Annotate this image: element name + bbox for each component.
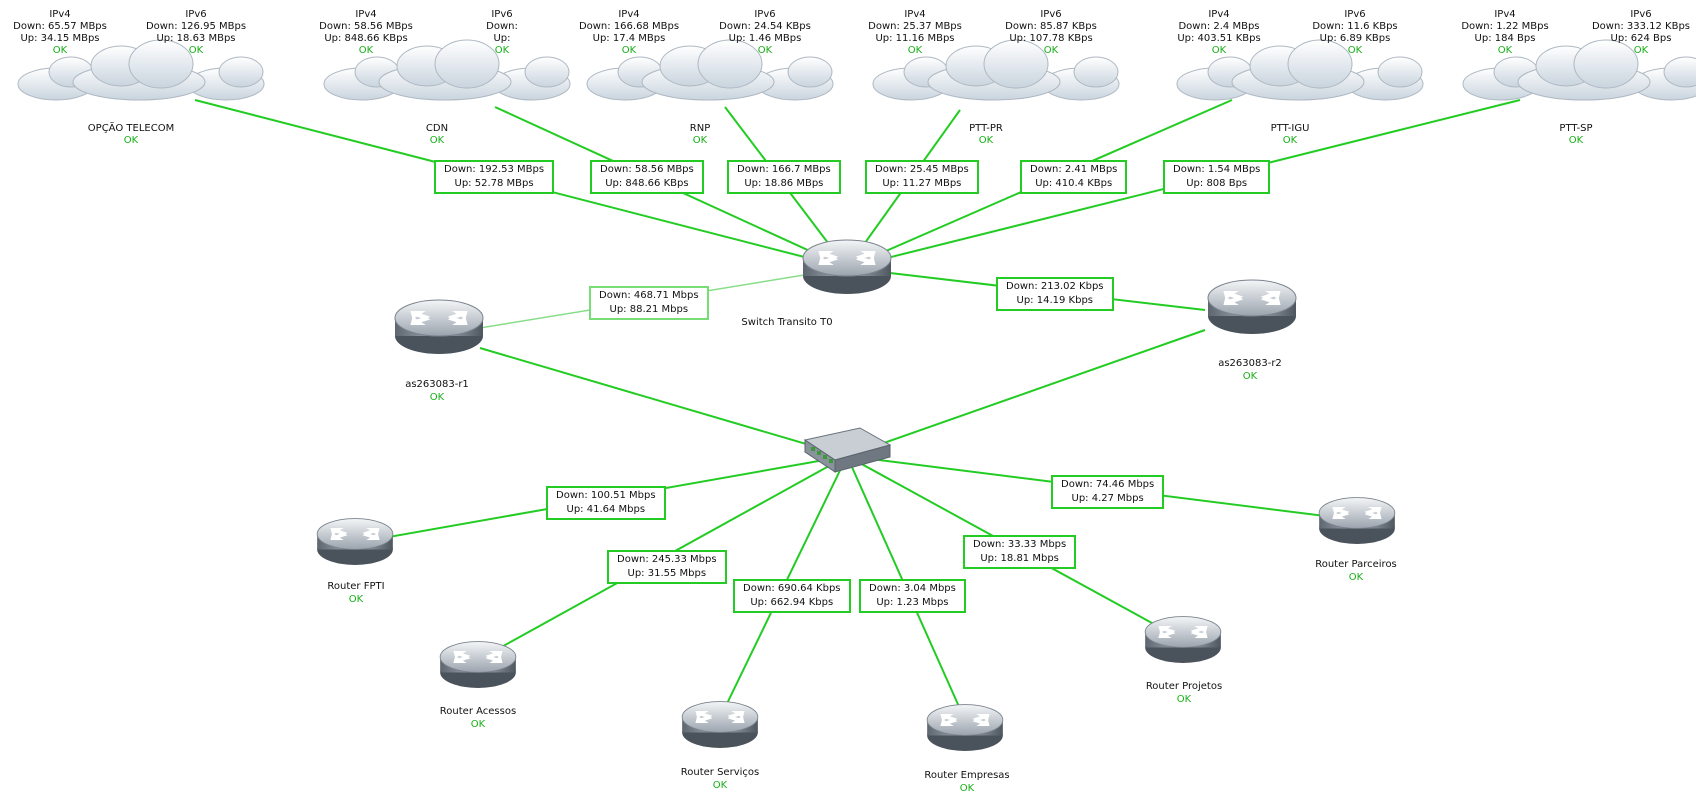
servicos-router-icon[interactable] bbox=[681, 701, 759, 748]
r2-router-icon[interactable] bbox=[1207, 279, 1297, 334]
link-r2-sw[interactable] bbox=[846, 329, 1206, 457]
cloud-icon[interactable] bbox=[323, 39, 571, 101]
acessos-router-icon[interactable] bbox=[439, 641, 517, 688]
fpti-router-icon[interactable] bbox=[316, 518, 394, 565]
cloud-icon[interactable] bbox=[1176, 39, 1424, 101]
switch-t0-router-icon[interactable] bbox=[802, 239, 892, 294]
cloud-icon[interactable] bbox=[586, 39, 834, 101]
empresas-router-icon[interactable] bbox=[926, 704, 1004, 751]
link-r1-sw[interactable] bbox=[479, 347, 848, 457]
parceiros-router-icon[interactable] bbox=[1318, 497, 1396, 544]
cloud-icon[interactable] bbox=[872, 39, 1120, 101]
cloud-icon[interactable] bbox=[17, 39, 265, 101]
switch-t0-label: Switch Transito T0 bbox=[741, 317, 833, 328]
core-switch-icon[interactable] bbox=[803, 427, 892, 473]
cloud-icon[interactable] bbox=[1462, 39, 1696, 101]
r1-router-icon[interactable] bbox=[394, 299, 484, 354]
projetos-router-icon[interactable] bbox=[1144, 616, 1222, 663]
